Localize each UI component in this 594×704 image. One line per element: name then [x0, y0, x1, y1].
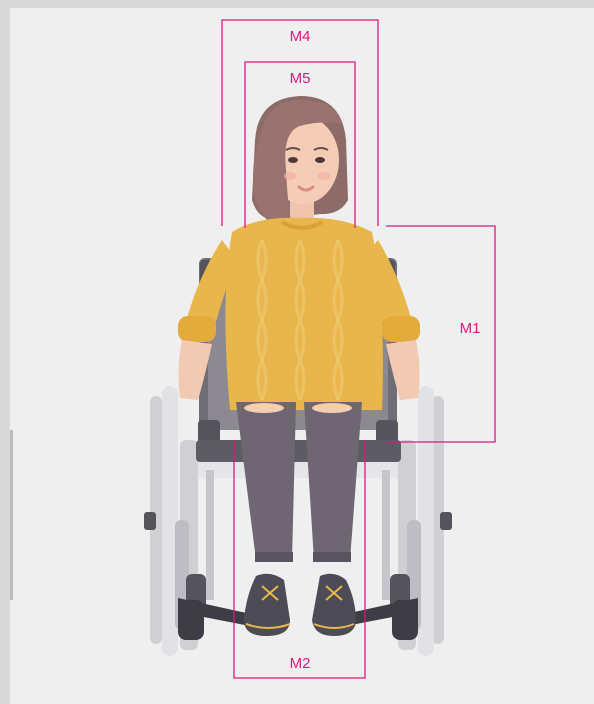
left-eye	[288, 157, 298, 163]
right-eye	[315, 157, 325, 163]
m2-label: M2	[290, 655, 311, 672]
m5-label: M5	[290, 70, 311, 87]
left-edge-strip	[10, 430, 13, 600]
m4-label: M4	[290, 28, 311, 45]
seat	[196, 440, 401, 462]
m1-label: M1	[460, 320, 481, 337]
